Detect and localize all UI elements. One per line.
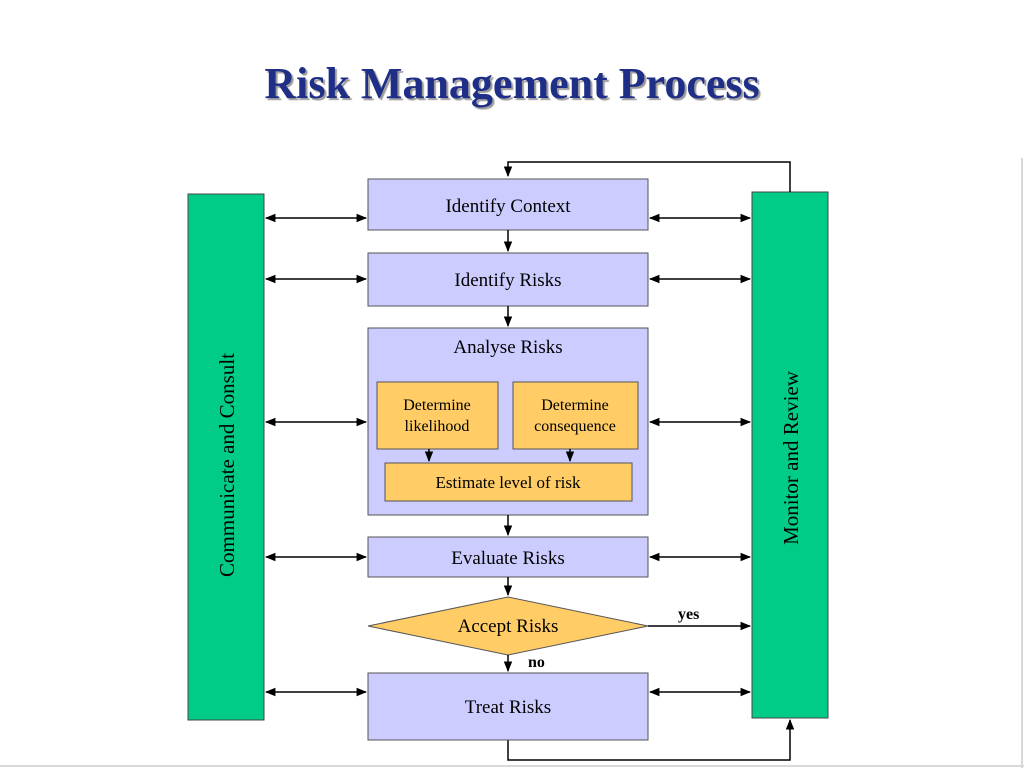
estimate-level-box: [384, 462, 633, 502]
yes-label: yes: [678, 606, 699, 623]
evaluate-risks-box: [367, 536, 649, 578]
identify-risks-box: [367, 252, 649, 307]
analyse-risks-label: Analyse Risks: [453, 337, 562, 358]
determine-consequence-line1: Determine: [541, 397, 609, 414]
determine-consequence-line2: consequence: [534, 418, 616, 435]
treat-risks-box: [367, 672, 649, 741]
monitor-review-bar: [751, 191, 829, 719]
determine-likelihood-box: [376, 381, 499, 450]
evaluate-risks-label: Evaluate Risks: [451, 548, 564, 569]
determine-likelihood-line1: Determine: [403, 397, 471, 414]
no-label: no: [528, 654, 545, 671]
identify-context-box: [367, 178, 649, 231]
communicate-consult-label: Communicate and Consult: [215, 353, 239, 577]
treat-risks-label: Treat Risks: [465, 697, 551, 718]
page-title: Risk Management Process: [264, 59, 760, 108]
communicate-consult-bar: [187, 193, 265, 721]
identify-context-label: Identify Context: [445, 196, 571, 217]
identify-risks-label: Identify Risks: [454, 270, 561, 291]
determine-likelihood-line2: likelihood: [405, 418, 470, 435]
accept-risks-label: Accept Risks: [458, 616, 559, 637]
estimate-level-label: Estimate level of risk: [436, 473, 581, 492]
feedback-loop-bottom: [507, 718, 795, 761]
feedback-loop-top: [503, 161, 791, 192]
determine-consequence-box: [512, 381, 639, 450]
monitor-review-label: Monitor and Review: [779, 370, 803, 545]
